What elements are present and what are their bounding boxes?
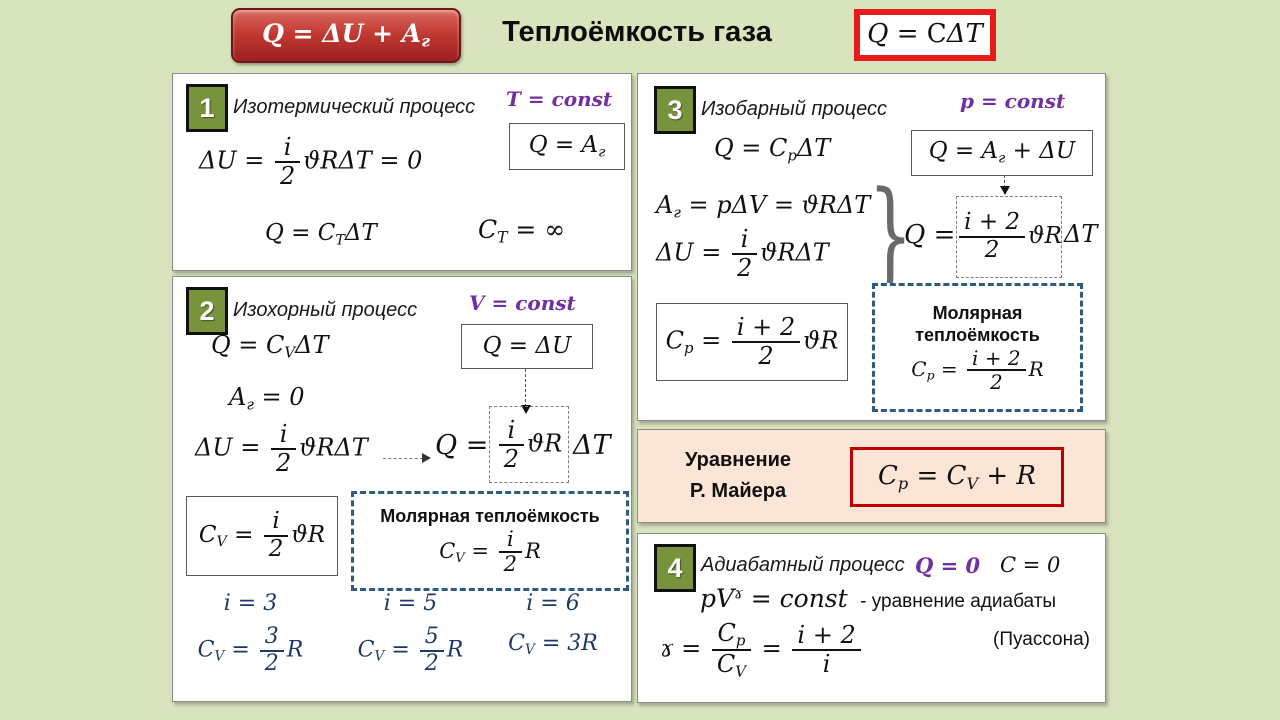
panel-number-badge: 2	[186, 287, 228, 335]
heat-capacity-formula: Q = CΔT	[867, 19, 983, 50]
mayer-label: Уравнение Р. Майера	[658, 445, 818, 507]
panel-title: Изобарный процесс	[701, 98, 887, 120]
formula: Q = ΔU	[482, 332, 572, 359]
case-polyatomic: i = 6 CV = 3R	[478, 591, 628, 659]
condition-q-zero: Q = 0	[915, 553, 981, 578]
formula-i-6: i = 6	[526, 591, 580, 616]
panel-title: Изохорный процесс	[233, 299, 418, 321]
adiabat-equation-note: - уравнение адиабаты	[860, 591, 1057, 612]
panel-number-badge: 3	[654, 86, 696, 134]
formula-q-cv: Q = CVΔT	[211, 331, 329, 362]
panel-isothermal-process: 1 Изотермический процесс T = const Q = A…	[172, 73, 632, 271]
formula-ct-infinity: CT = ∞	[478, 215, 566, 247]
panel-mayer-equation: Уравнение Р. Майера Cp = CV + R	[637, 429, 1106, 523]
arrow-right-icon	[422, 453, 431, 463]
panel-isobaric-process: 3 Изобарный процесс p = const Q = CpΔT Q…	[637, 73, 1106, 421]
panel-title: Изотермический процесс	[233, 96, 476, 118]
arrow-down-icon	[1000, 186, 1010, 195]
formula-q-cp: Q = CpΔT	[714, 134, 831, 165]
condition-c-zero: C = 0	[1000, 553, 1061, 577]
panel-title: Адиабатный процесс	[701, 554, 905, 576]
formula-q-rhs: ΔT	[573, 430, 611, 461]
condition-label: p = const	[960, 89, 1066, 113]
molar-heat-capacity-title-line2: теплоёмкость	[915, 325, 1040, 346]
molar-heat-capacity-title: Молярная теплоёмкость	[380, 506, 600, 527]
formula-q-lhs: Q =	[904, 220, 956, 250]
formula-work-gas: Aг = pΔV = ϑRΔT	[656, 191, 871, 222]
mayer-equation-box: Cp = CV + R	[850, 447, 1064, 507]
dashed-arrow-line	[1004, 175, 1005, 188]
formula-i-3: i = 3	[223, 591, 278, 616]
dashed-arrow-line	[383, 458, 423, 459]
page-title: Теплоёмкость газа	[502, 16, 772, 48]
first-law-formula: Q = ΔU + Aг	[262, 19, 430, 52]
first-law-button: Q = ΔU + Aг	[231, 8, 461, 63]
panel-number-badge: 1	[186, 84, 228, 132]
formula-work-zero: Aг = 0	[229, 383, 305, 414]
boxed-formula-q-equals-work: Q = Aг	[509, 123, 625, 170]
panel-isochoric-process: 2 Изохорный процесс V = const Q = CVΔT Q…	[172, 276, 632, 702]
formula-poisson: pVɤ = const	[700, 584, 848, 613]
formula-q-rhs: ΔT	[1064, 220, 1098, 248]
formula-cv-3r: CV = 3R	[508, 631, 598, 659]
panel-number-badge: 4	[654, 544, 696, 592]
panel-adiabatic-process: 4 Адиабатный процесс Q = 0 C = 0 pVɤ = c…	[637, 533, 1106, 703]
formula-mayer: Cp = CV + R	[878, 460, 1036, 493]
dashed-arrow-line	[525, 369, 526, 407]
mayer-label-line1: Уравнение	[684, 449, 791, 471]
adiabat-equation-row: pVɤ = const - уравнение адиабаты	[700, 584, 1056, 614]
condition-label: T = const	[506, 87, 613, 111]
formula: Q = Aг	[528, 131, 606, 161]
mayer-label-line2: Р. Майера	[689, 480, 787, 502]
formula: Q = Aг + ΔU	[928, 138, 1076, 167]
boxed-formula-q-sum: Q = Aг + ΔU	[911, 130, 1093, 176]
arrow-down-icon	[521, 405, 531, 414]
formula-q-ct: Q = CTΔT	[265, 220, 377, 249]
formula-q-lhs: Q =	[435, 430, 489, 461]
heat-capacity-definition-box: Q = CΔT	[854, 9, 996, 61]
curly-brace: }	[868, 164, 914, 306]
formula-i-5: i = 5	[383, 591, 438, 616]
boxed-formula-q-equals-du: Q = ΔU	[461, 324, 593, 369]
condition-label: V = const	[469, 291, 576, 315]
molar-heat-capacity-title-line1: Молярная	[932, 302, 1023, 323]
poisson-note: (Пуассона)	[993, 629, 1091, 650]
